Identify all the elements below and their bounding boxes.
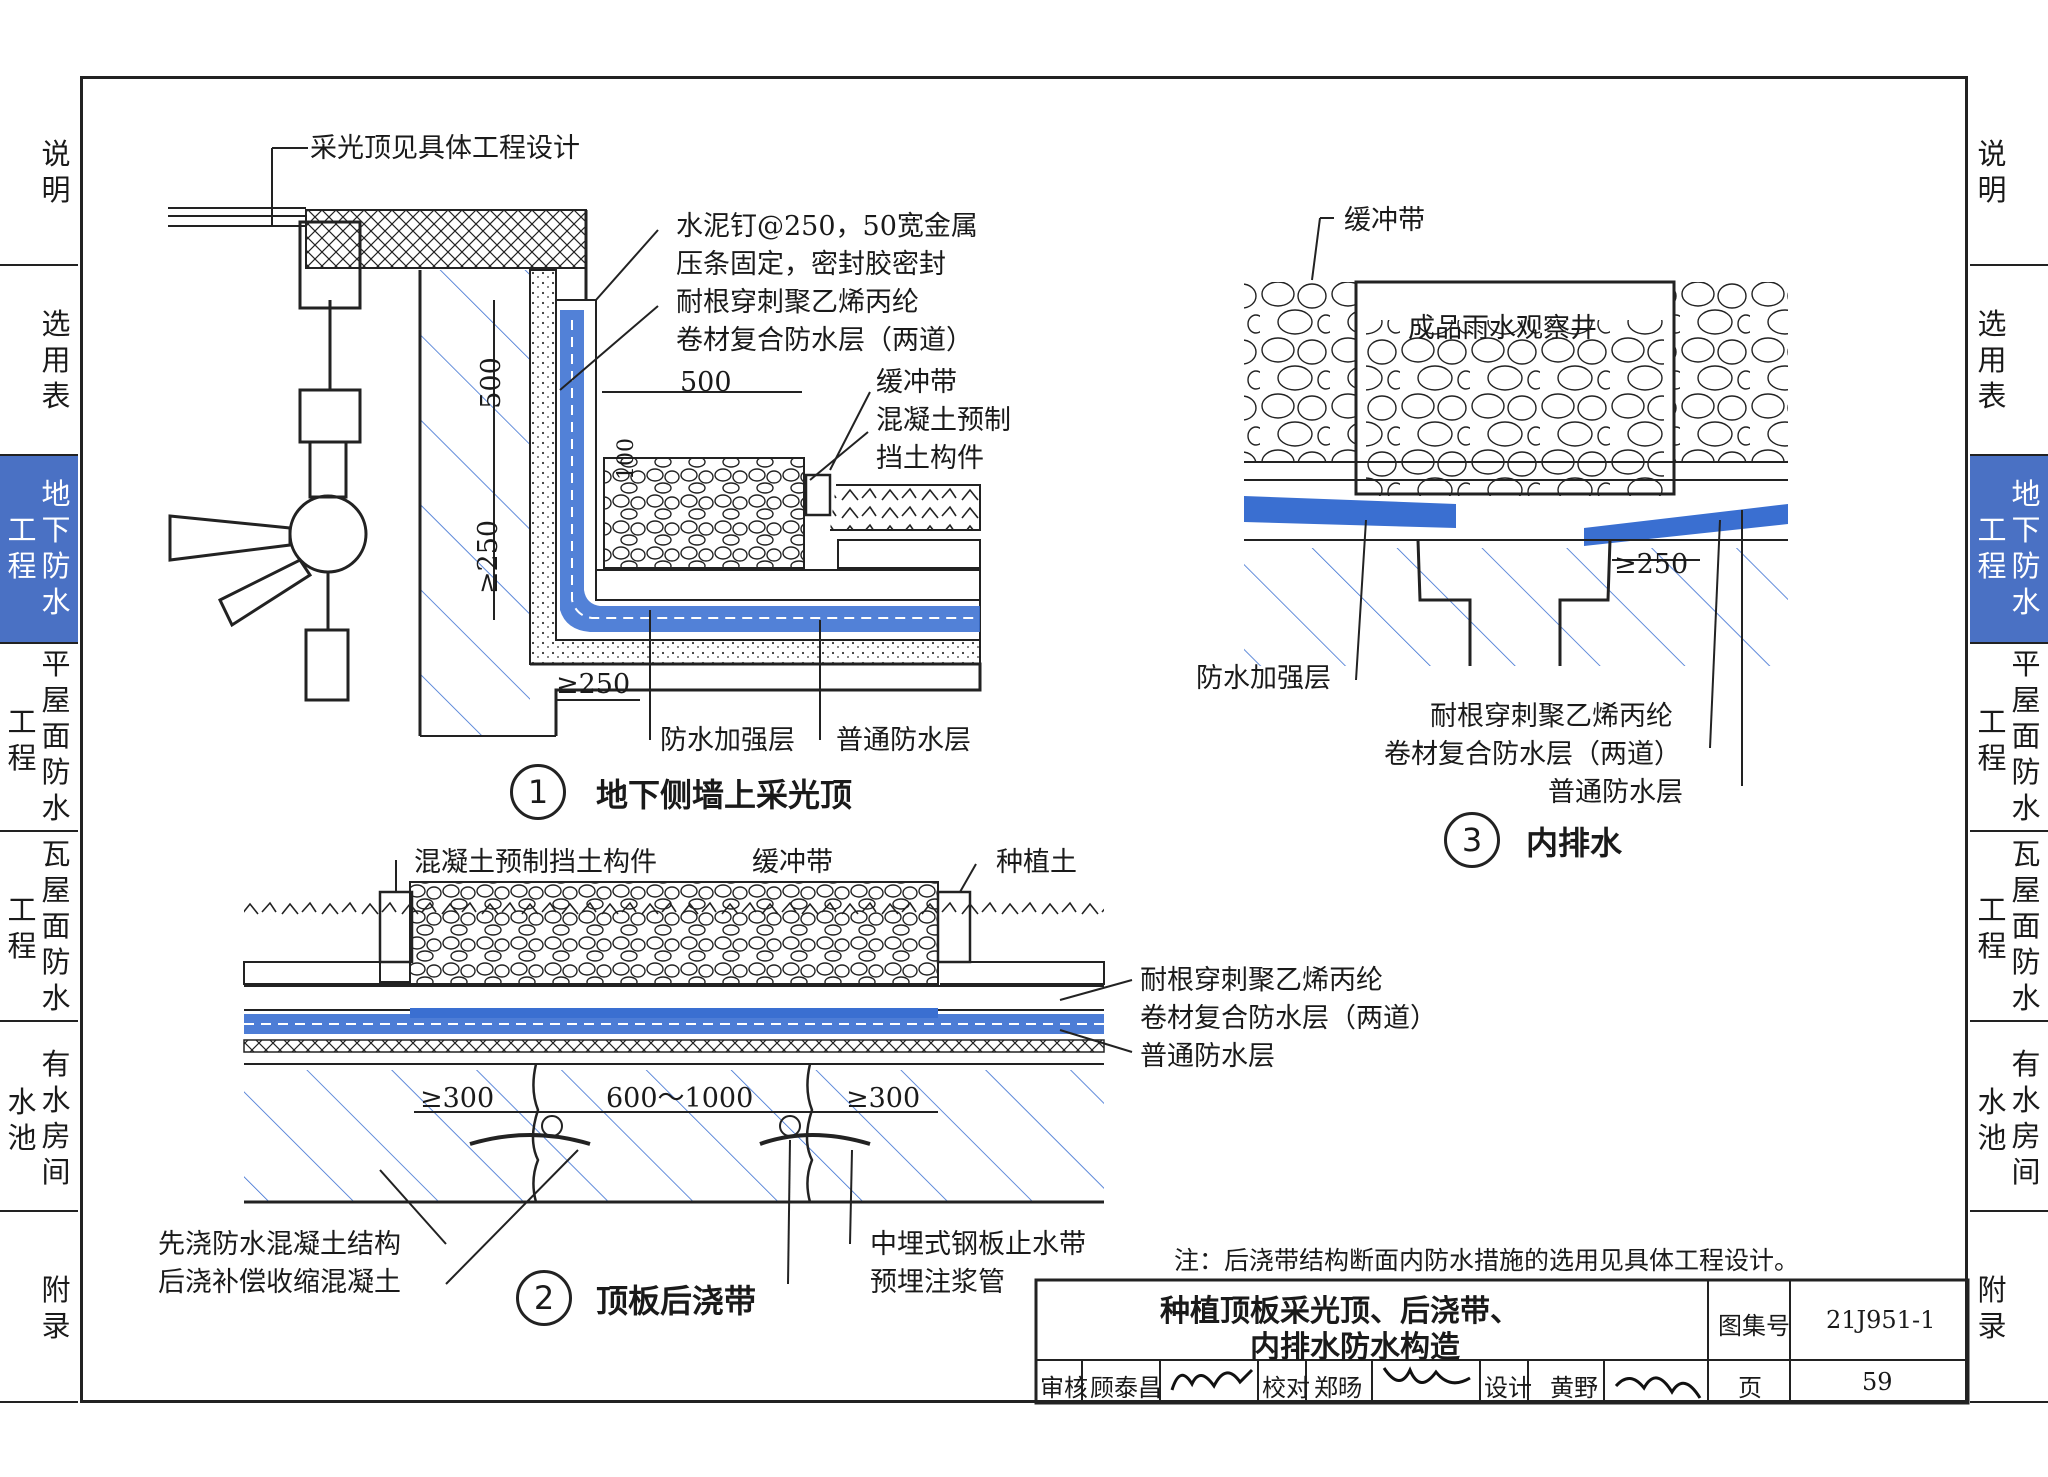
d3-well-label: 成品雨水观察井 [1408,313,1597,344]
sidetab-youshui-right-col1: 水 池 [1977,1085,2007,1155]
d2-buffer-label: 缓冲带 [752,847,833,878]
sidetab-fulu-right[interactable]: 附 录 [1970,1210,2048,1403]
sidetab-dixia-right-col2: 地 下 防 水 [2011,477,2041,619]
sidetab-xuanyong-text: 选 用 表 [41,307,71,413]
detail1-drawing [168,147,982,740]
d1-dim-500-top: 500 [680,367,732,398]
sidetab-pingwu-right-col1: 工 程 [1977,705,2007,775]
d3-reinforce-label: 防水加强层 [1196,663,1331,694]
d2-first-pour-label: 先浇防水混凝土结构 [158,1229,401,1260]
d1-detail-number: 1 [510,764,566,820]
d3-buffer-label: 缓冲带 [1344,205,1425,236]
tb-atlas-label: 图集号 [1718,1312,1790,1340]
d2-detail-number: 2 [516,1270,572,1326]
sidetab-dixia-right[interactable]: 工 程 地 下 防 水 [1970,454,2048,642]
d1-dim-250-vert: ≥250 [473,519,505,595]
sidetab-fulu-left[interactable]: 附 录 [0,1210,78,1403]
tb-page-label: 页 [1738,1374,1762,1402]
d1-title: 地下侧墙上采光顶 [596,776,853,814]
d2-dim-right: ≥300 [846,1083,921,1114]
sidetab-wawu-right-col2: 瓦 屋 面 防 水 [2011,837,2041,1015]
detail2-drawing [243,860,1133,1285]
d1-nail-line1: 水泥钉@250，50宽金属 [676,211,978,242]
d2-title: 顶板后浇带 [596,1282,757,1320]
tb-check-label: 校对 [1262,1374,1310,1402]
sidetab-shuoming-right-text: 说 明 [1977,137,2007,207]
title-block-lines [1034,1278,1970,1405]
sidetab-pingwu-col2: 平 屋 面 防 水 [41,647,71,825]
sidetab-xuanyong-left[interactable]: 选 用 表 [0,264,78,454]
sidetab-wawu-col2: 瓦 屋 面 防 水 [41,837,71,1015]
tb-design-label: 设计 [1484,1374,1532,1402]
tb-designer: 黄野 [1550,1374,1598,1402]
d3-title: 内排水 [1526,824,1623,862]
d2-soil-label: 种植土 [996,847,1077,878]
sidetab-fulu-right-text: 附 录 [1977,1273,2007,1343]
sidetab-wawu-right-col1: 工 程 [1977,893,2007,963]
d2-dim-left: ≥300 [420,1083,495,1114]
sidetab-dixia-right-col1: 工 程 [1977,513,2007,583]
tb-title-line2: 内排水防水构造 [1250,1330,1460,1365]
d2-post-pour-label: 后浇补偿收缩混凝土 [158,1267,401,1298]
sidetab-fulu-text: 附 录 [41,1273,71,1343]
tb-page-no: 59 [1862,1368,1893,1396]
tb-review-label: 审核 [1040,1374,1088,1402]
sidetab-pingwu-col1: 工 程 [7,705,37,775]
signature-reviewer [1170,1368,1254,1391]
signature-designer [1614,1376,1702,1399]
sidetab-youshui-col2: 有 水 房 间 [41,1047,71,1189]
d2-normal-label: 普通防水层 [1140,1041,1275,1072]
sidetab-dixia-left[interactable]: 工 程 地 下 防 水 [0,454,78,642]
d3-membrane-line1: 耐根穿刺聚乙烯丙纶 [1430,701,1673,732]
sidetab-wawu-left[interactable]: 工 程 瓦 屋 面 防 水 [0,830,78,1020]
d2-membrane-line1: 耐根穿刺聚乙烯丙纶 [1140,965,1383,996]
d3-normal-label: 普通防水层 [1548,777,1683,808]
d1-reinforce-label: 防水加强层 [660,725,795,756]
sidetab-shuoming-text: 说 明 [41,137,71,207]
sidetab-pingwu-right-col2: 平 屋 面 防 水 [2011,647,2041,825]
sidetab-youshui-right[interactable]: 水 池 有 水 房 间 [1970,1020,2048,1210]
d1-precast-line2: 挡土构件 [876,443,984,474]
signature-checker [1382,1366,1471,1385]
sidetab-youshui-col1: 水 池 [7,1085,37,1155]
d2-precast-label: 混凝土预制挡土构件 [414,847,657,878]
sidetab-dixia-col2: 地 下 防 水 [41,477,71,619]
sidetab-wawu-right[interactable]: 工 程 瓦 屋 面 防 水 [1970,830,2048,1020]
d1-skylight-label: 采光顶见具体工程设计 [310,133,580,164]
detail3-drawing [1244,217,1788,786]
sidetab-youshui-left[interactable]: 水 池 有 水 房 间 [0,1020,78,1210]
sidetab-shuoming-left[interactable]: 说 明 [0,76,78,264]
d1-nail-line2: 压条固定，密封胶密封 [676,249,946,280]
d2-waterstop-label: 中埋式钢板止水带 [870,1229,1086,1260]
sidetab-shuoming-right[interactable]: 说 明 [1970,76,2048,264]
sidetab-youshui-right-col2: 有 水 房 间 [2011,1047,2041,1189]
tb-reviewer: 顾泰昌 [1090,1374,1162,1402]
sidetab-xuanyong-right-text: 选 用 表 [1977,307,2007,413]
tb-atlas-no: 21J951-1 [1826,1306,1936,1334]
sidetab-xuanyong-right[interactable]: 选 用 表 [1970,264,2048,454]
d2-membrane-line2: 卷材复合防水层（两道） [1140,1003,1437,1034]
d1-normal-label: 普通防水层 [836,725,971,756]
d1-membrane-line1: 耐根穿刺聚乙烯丙纶 [676,287,919,318]
tb-title-line1: 种植顶板采光顶、后浇带、 [1160,1294,1520,1329]
d1-buffer-label: 缓冲带 [876,367,957,398]
d1-dim-250-horiz: ≥250 [556,669,631,700]
sidetab-pingwu-right[interactable]: 工 程 平 屋 面 防 水 [1970,642,2048,830]
d1-membrane-line2: 卷材复合防水层（两道） [676,325,973,356]
d1-dim-500-vert: 500 [475,357,507,409]
d3-membrane-line2: 卷材复合防水层（两道） [1384,739,1681,770]
note-text: 注：后浇带结构断面内防水措施的选用见具体工程设计。 [1174,1246,1800,1275]
sidetab-wawu-col1: 工 程 [7,893,37,963]
d3-dim-250: ≥250 [1614,549,1689,580]
d2-dim-mid: 600～1000 [606,1083,754,1114]
sidetab-dixia-col1: 工 程 [7,513,37,583]
tb-checker: 郑旸 [1314,1374,1362,1402]
d1-dim-100: 100 [614,438,639,480]
d3-detail-number: 3 [1444,812,1500,868]
d1-precast-line1: 混凝土预制 [876,405,1011,436]
drawing-frame [80,76,1968,1403]
d2-grout-label: 预埋注浆管 [870,1267,1005,1298]
sidetab-pingwu-left[interactable]: 工 程 平 屋 面 防 水 [0,642,78,830]
